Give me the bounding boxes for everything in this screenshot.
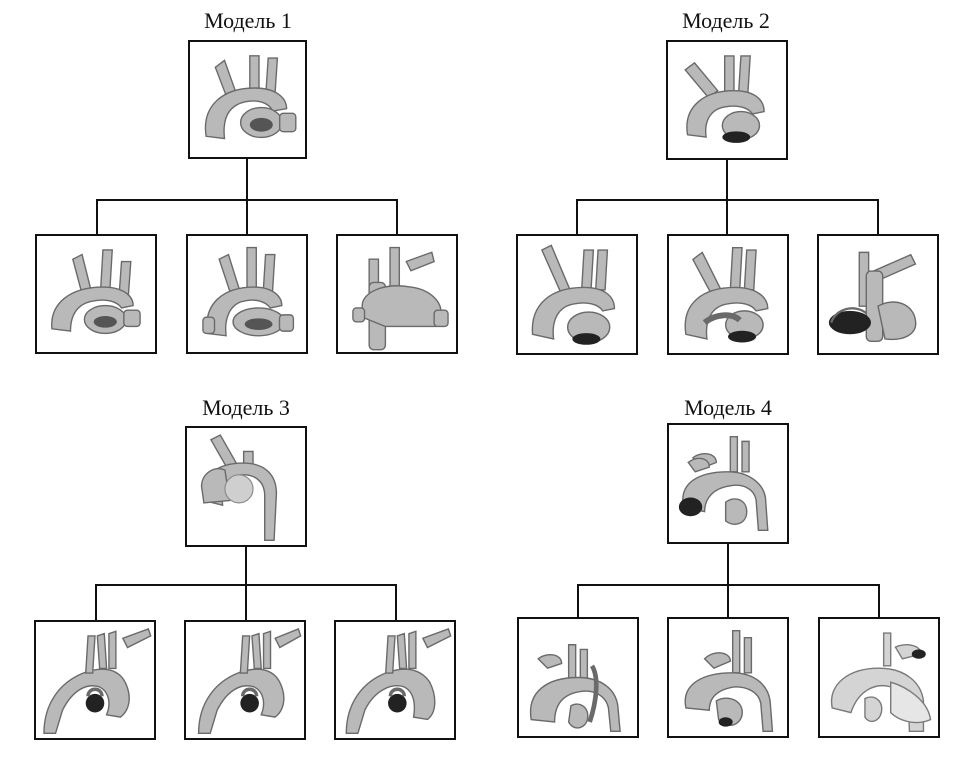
aortic-arch-model-image xyxy=(43,628,152,735)
aortic-arch-model-image xyxy=(684,246,769,343)
aortic-arch-model-image xyxy=(830,632,932,733)
connector-line xyxy=(727,584,729,620)
aortic-arch-model-image xyxy=(197,628,302,735)
model-1-variant-3-thumbnail xyxy=(336,234,458,354)
model-3-variant-3-thumbnail xyxy=(334,620,456,740)
model-3-variant-2-thumbnail xyxy=(184,620,306,740)
aortic-arch-model-image xyxy=(352,246,449,351)
aortic-arch-model-image xyxy=(200,434,278,542)
model-4-variant-1-thumbnail xyxy=(517,617,639,738)
model-4-title: Модель 4 xyxy=(684,395,772,420)
model-4-variant-2-thumbnail xyxy=(667,617,789,738)
aortic-arch-model-image xyxy=(51,249,141,335)
model-1-variant-2-thumbnail xyxy=(186,234,308,354)
connector-line xyxy=(576,199,578,234)
connector-line xyxy=(245,584,247,620)
aortic-arch-model-image xyxy=(828,251,917,343)
connector-line xyxy=(396,199,398,234)
aortic-arch-model-image xyxy=(345,628,452,735)
connector-line xyxy=(96,199,98,234)
connector-line xyxy=(95,584,97,620)
connector-line xyxy=(395,584,397,620)
connector-line xyxy=(246,159,248,199)
model-2-title: Модель 2 xyxy=(682,8,770,33)
connector-line xyxy=(878,584,880,620)
connector-line xyxy=(577,584,579,620)
model-2-variant-3-thumbnail xyxy=(817,234,939,355)
connector-line xyxy=(245,547,247,584)
model-1-parent-thumbnail xyxy=(188,40,307,159)
model-1-title: Модель 1 xyxy=(204,8,292,33)
model-4-parent-thumbnail xyxy=(667,423,789,544)
connector-line xyxy=(727,544,729,584)
aortic-arch-model-image xyxy=(684,629,774,733)
aortic-arch-model-image xyxy=(684,55,765,143)
connector-line xyxy=(877,199,879,234)
model-2-parent-thumbnail xyxy=(666,40,788,160)
model-2-variant-1-thumbnail xyxy=(516,234,638,355)
model-3-title: Модель 3 xyxy=(202,395,290,420)
model-3-variant-1-thumbnail xyxy=(34,620,156,740)
connector-line xyxy=(246,199,248,234)
aortic-arch-model-image xyxy=(531,244,616,345)
model-4-variant-3-thumbnail xyxy=(818,617,940,738)
model-2-variant-2-thumbnail xyxy=(667,234,789,355)
connector-line xyxy=(726,160,728,199)
model-3-parent-thumbnail xyxy=(185,426,307,547)
aortic-arch-model-image xyxy=(202,246,295,337)
aortic-arch-model-image xyxy=(678,435,769,532)
aortic-arch-model-image xyxy=(204,55,297,140)
connector-line xyxy=(726,199,728,234)
aortic-arch-model-image xyxy=(529,644,621,733)
model-1-variant-1-thumbnail xyxy=(35,234,157,354)
